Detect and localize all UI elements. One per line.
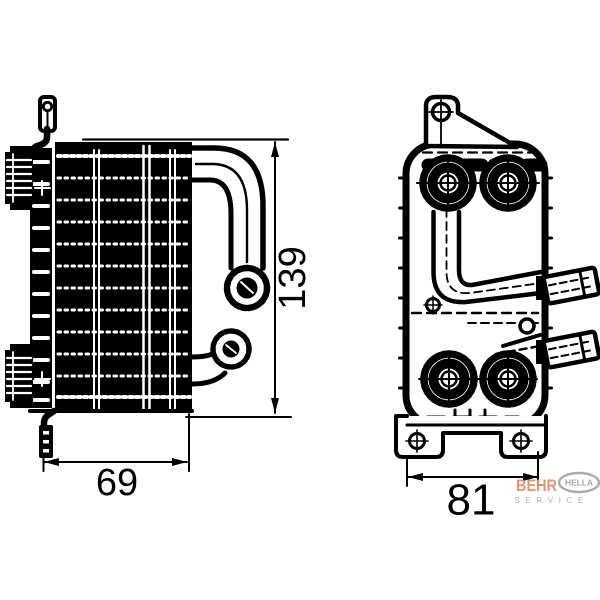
arrow-right-icon	[172, 458, 187, 466]
dimension-label-height: 139	[272, 246, 314, 309]
dimension-69: 69	[42, 413, 190, 504]
arrow-right-icon	[523, 473, 538, 481]
hella-logo-text: HELLA	[565, 479, 593, 488]
arrow-up-icon	[271, 142, 279, 157]
arrow-down-icon	[271, 398, 279, 413]
arrow-left-icon	[44, 458, 59, 466]
connector-block-upper-icon	[5, 146, 33, 210]
port-crosshairs	[416, 157, 540, 406]
lower-pipe-icon	[189, 328, 252, 387]
dimension-81: 81	[406, 451, 539, 525]
upper-pipe-icon	[189, 145, 271, 312]
cooler-core	[28, 142, 194, 414]
top-tab-icon	[423, 94, 520, 150]
threaded-fitting-lower-icon	[536, 329, 600, 370]
brand-logo: BEHR HELLA SERVICE	[514, 471, 600, 505]
bottom-bracket-icon	[394, 408, 548, 459]
internal-pipe-icon	[431, 195, 544, 305]
threaded-fitting-upper-icon	[536, 265, 600, 306]
hella-logo-oval-icon	[557, 471, 600, 494]
dimension-label-side-width: 69	[96, 462, 138, 504]
hidden-hole-cross	[423, 295, 443, 315]
side-plate	[30, 148, 52, 408]
service-logo-text: SERVICE	[514, 495, 589, 505]
front-view: 81	[394, 94, 600, 525]
connector-block-lower-icon	[5, 344, 33, 408]
mounting-bracket-bottom-icon	[39, 407, 58, 458]
dimension-label-front-width: 81	[447, 476, 496, 525]
dimension-139: 139	[185, 141, 314, 418]
behr-logo-text: BEHR	[516, 476, 557, 495]
arrow-left-icon	[408, 473, 423, 481]
side-view: 139 69	[5, 95, 314, 504]
